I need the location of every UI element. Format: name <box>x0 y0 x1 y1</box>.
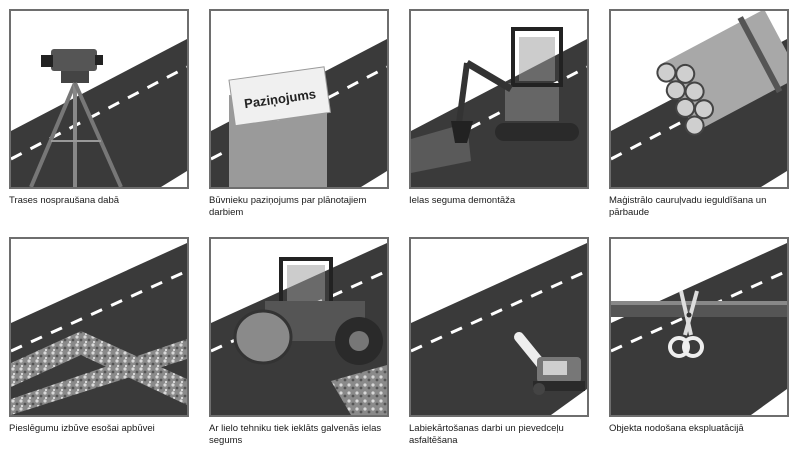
notice-envelope-icon: Paziņojums <box>211 39 387 187</box>
step-card: Ielas seguma demontāža <box>400 0 600 228</box>
step-illustration <box>9 9 189 189</box>
step-caption: Ielas seguma demontāža <box>409 195 516 206</box>
step-card: Trases nospraušana dabā <box>0 0 200 228</box>
step-illustration <box>609 237 789 417</box>
pipe-bundle-icon <box>611 11 787 187</box>
step-illustration <box>409 9 589 189</box>
surveying-level-tripod-icon <box>11 39 187 187</box>
step-caption: Pieslēgumu izbūve esošai apbūvei <box>9 423 155 434</box>
step-illustration <box>9 237 189 417</box>
step-card: Pieslēgumu izbūve esošai apbūvei <box>0 228 200 456</box>
step-caption: Maģistrālo cauruļvadu ieguldīšana un pār… <box>609 195 767 218</box>
step-caption: Ar lielo tehniku tiek ieklāts galvenās i… <box>209 423 382 446</box>
plate-compactor-icon <box>411 243 587 415</box>
step-caption: Objekta nodošana ekspluatācijā <box>609 423 744 434</box>
step-card: Paziņojums Būvnieku paziņojums par plāno… <box>200 0 400 228</box>
step-caption: Būvnieku paziņojums par plānotajiem darb… <box>209 195 367 218</box>
step-card: Ar lielo tehniku tiek ieklāts galvenās i… <box>200 228 400 456</box>
road-roller-icon <box>211 243 387 415</box>
step-card: Objekta nodošana ekspluatācijā <box>600 228 800 456</box>
excavator-icon <box>411 27 587 187</box>
step-illustration: Paziņojums <box>209 9 389 189</box>
ribbon-scissors-icon <box>611 243 787 415</box>
step-caption: Trases nospraušana dabā <box>9 195 120 206</box>
step-illustration <box>209 237 389 417</box>
gravel-trench-icon <box>11 243 187 415</box>
step-illustration <box>409 237 589 417</box>
step-illustration <box>609 9 789 189</box>
step-caption: Labiekārtošanas darbi un pievedceļu asfa… <box>409 423 564 446</box>
step-card: Maģistrālo cauruļvadu ieguldīšana un pār… <box>600 0 800 228</box>
step-card: Labiekārtošanas darbi un pievedceļu asfa… <box>400 228 600 456</box>
